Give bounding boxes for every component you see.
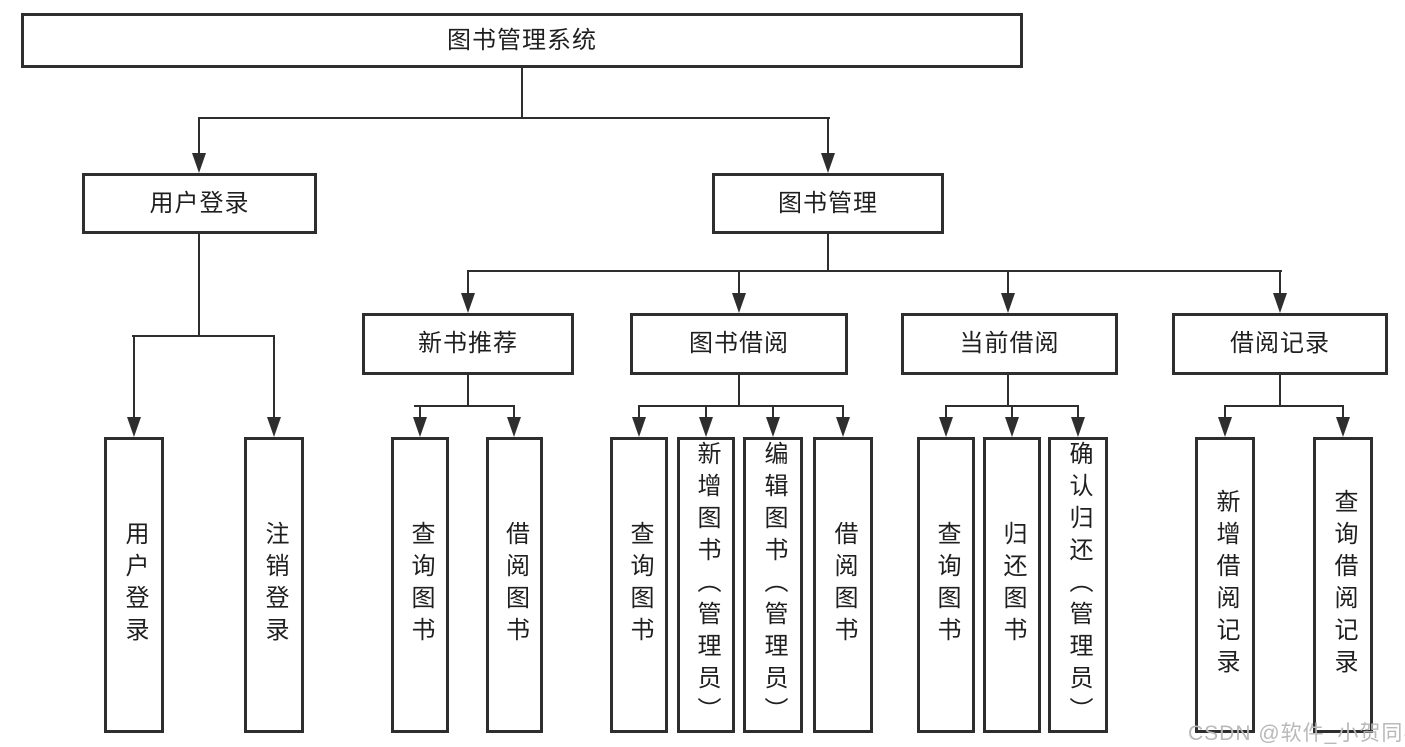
- leaf-confirm-return-admin-label: 确认归还（管理员）: [1065, 441, 1092, 729]
- arrow-down-icon: [461, 293, 475, 313]
- leaf-return-books: 归还图书: [983, 437, 1041, 733]
- node-book-management: 图书管理: [712, 173, 944, 234]
- connector-line: [467, 270, 1282, 272]
- connector-line: [1342, 405, 1344, 419]
- node-user-login-label: 用户登录: [149, 189, 250, 217]
- arrow-down-icon: [1218, 417, 1232, 437]
- leaf-query-borrow-record: 查询借阅记录: [1313, 437, 1373, 733]
- connector-line: [1077, 405, 1079, 419]
- leaf-user-login: 用户登录: [104, 437, 164, 733]
- leaf-logout: 注销登录: [244, 437, 304, 733]
- leaf-borrow-books-label: 借阅图书: [830, 521, 857, 649]
- connector-line: [638, 405, 844, 407]
- connector-line: [198, 117, 200, 155]
- connector-line: [133, 335, 135, 419]
- connector-line: [419, 405, 421, 419]
- arrow-down-icon: [1001, 293, 1015, 313]
- arrow-down-icon: [699, 417, 713, 437]
- node-current-borrow-label: 当前借阅: [959, 330, 1060, 357]
- arrow-down-icon: [1005, 417, 1019, 437]
- arrow-down-icon: [836, 417, 850, 437]
- leaf-add-borrow-record: 新增借阅记录: [1195, 437, 1255, 733]
- connector-line: [842, 405, 844, 419]
- leaf-logout-label: 注销登录: [261, 521, 288, 649]
- leaf-user-login-label: 用户登录: [121, 521, 148, 649]
- csdn-watermark: CSDN @软件_小贺同学: [1188, 722, 1405, 745]
- arrow-down-icon: [766, 417, 780, 437]
- node-borrow-records-label: 借阅记录: [1230, 330, 1330, 357]
- leaf-confirm-return-admin: 确认归还（管理员）: [1048, 437, 1108, 733]
- leaf-current-query-books: 查询图书: [917, 437, 975, 733]
- arrow-down-icon: [267, 417, 281, 437]
- node-book-management-label: 图书管理: [778, 189, 878, 217]
- arrow-down-icon: [192, 153, 206, 173]
- connector-line: [1279, 375, 1281, 406]
- connector-line: [198, 117, 830, 119]
- leaf-recommend-query-books-label: 查询图书: [407, 521, 434, 649]
- connector-line: [467, 375, 469, 406]
- connector-line: [1011, 405, 1013, 419]
- arrow-down-icon: [413, 417, 427, 437]
- leaf-edit-book-admin-label: 编辑图书（管理员）: [760, 441, 787, 729]
- leaf-borrow-query-books-label: 查询图书: [626, 521, 653, 649]
- leaf-current-query-books-label: 查询图书: [933, 521, 960, 649]
- connector-line: [827, 117, 829, 155]
- connector-line: [513, 405, 515, 419]
- node-root-label: 图书管理系统: [447, 26, 597, 54]
- node-new-book-recommend-label: 新书推荐: [418, 330, 518, 357]
- leaf-add-book-admin-label: 新增图书（管理员）: [693, 441, 720, 729]
- arrow-down-icon: [1273, 293, 1287, 313]
- connector-line: [521, 68, 523, 119]
- leaf-edit-book-admin: 编辑图书（管理员）: [743, 437, 803, 733]
- leaf-query-borrow-record-label: 查询借阅记录: [1330, 489, 1357, 681]
- node-borrow-records: 借阅记录: [1172, 313, 1388, 375]
- connector-line: [1225, 405, 1343, 407]
- node-root-system: 图书管理系统: [21, 13, 1023, 68]
- arrow-down-icon: [632, 417, 646, 437]
- node-new-book-recommend: 新书推荐: [362, 313, 574, 375]
- connector-line: [1279, 270, 1281, 297]
- arrow-down-icon: [1071, 417, 1085, 437]
- leaf-borrow-query-books: 查询图书: [610, 437, 668, 733]
- connector-line: [738, 375, 740, 406]
- arrow-down-icon: [127, 417, 141, 437]
- leaf-recommend-borrow-books: 借阅图书: [486, 437, 543, 733]
- leaf-recommend-borrow-books-label: 借阅图书: [501, 521, 529, 649]
- node-book-borrow-label: 图书借阅: [689, 330, 789, 357]
- connector-line: [772, 405, 774, 419]
- arrow-down-icon: [507, 417, 521, 437]
- connector-line: [705, 405, 707, 419]
- arrow-down-icon: [1336, 417, 1350, 437]
- connector-line: [945, 405, 947, 419]
- leaf-add-borrow-record-label: 新增借阅记录: [1212, 489, 1239, 681]
- node-user-login: 用户登录: [82, 173, 317, 234]
- leaf-add-book-admin: 新增图书（管理员）: [677, 437, 735, 733]
- connector-line: [273, 335, 275, 419]
- connector-line: [1007, 375, 1009, 406]
- connector-line: [467, 270, 469, 297]
- connector-line: [738, 270, 740, 297]
- arrow-down-icon: [732, 293, 746, 313]
- node-current-borrow: 当前借阅: [901, 313, 1118, 375]
- connector-line: [132, 335, 275, 337]
- arrow-down-icon: [821, 153, 835, 173]
- connector-line: [1007, 270, 1009, 297]
- arrow-down-icon: [939, 417, 953, 437]
- leaf-borrow-books: 借阅图书: [813, 437, 873, 733]
- leaf-return-books-label: 归还图书: [999, 521, 1026, 649]
- node-book-borrow: 图书借阅: [630, 313, 848, 375]
- leaf-recommend-query-books: 查询图书: [391, 437, 449, 733]
- connector-line: [414, 405, 515, 407]
- connector-line: [198, 234, 200, 337]
- connector-line: [1224, 405, 1226, 419]
- connector-line: [827, 234, 829, 272]
- connector-line: [638, 405, 640, 419]
